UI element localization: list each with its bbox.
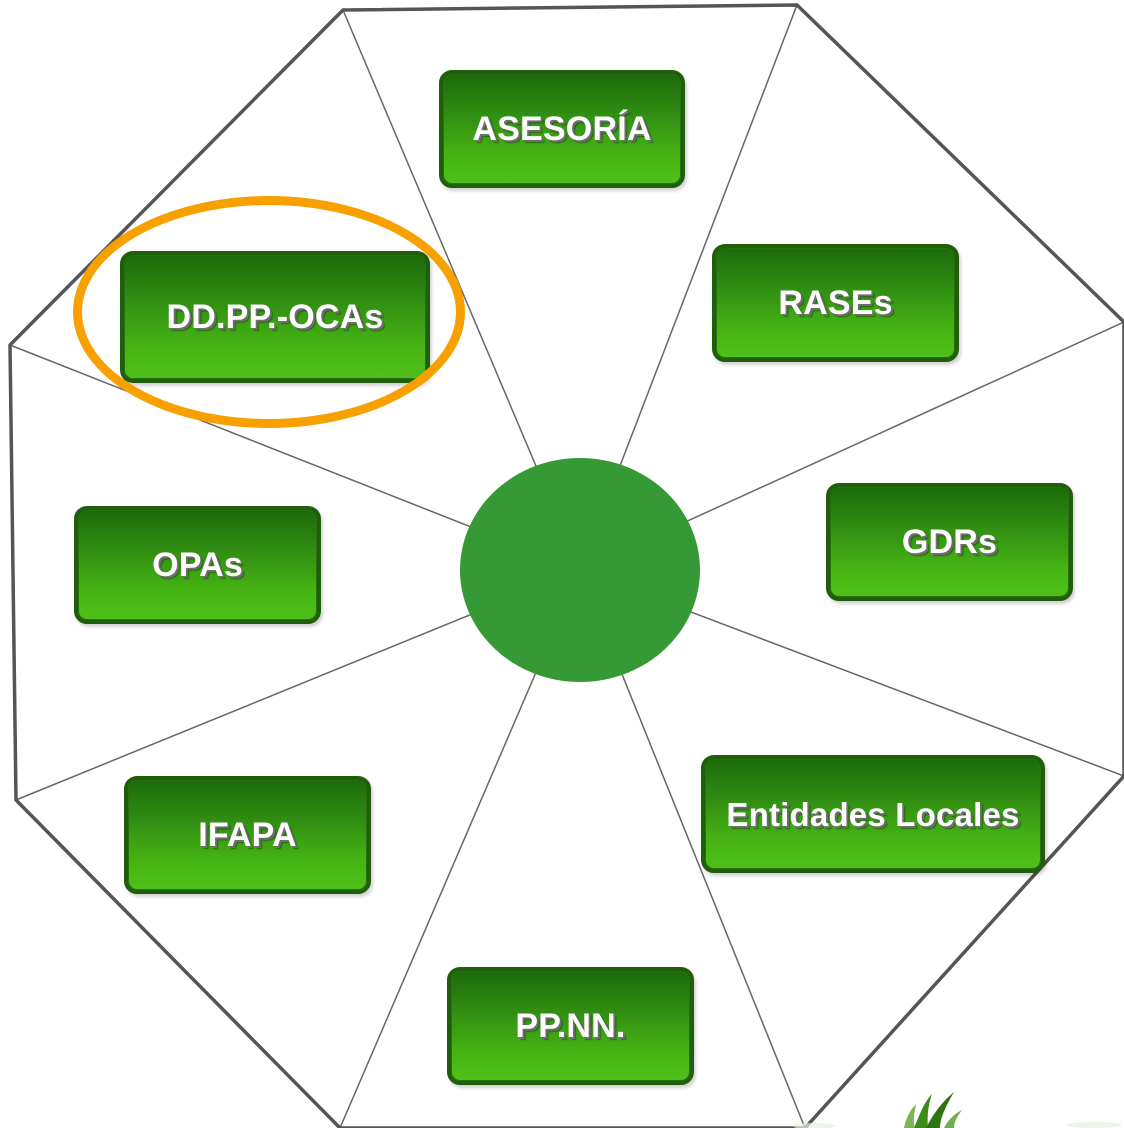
node-rases-label: RASEs xyxy=(778,284,893,322)
node-entidades-locales[interactable]: Entidades Locales xyxy=(701,755,1045,873)
center-hub xyxy=(460,458,700,682)
node-entidades-locales-label: Entidades Locales xyxy=(726,795,1020,833)
node-asesoria[interactable]: ASESORÍA xyxy=(439,70,685,188)
node-asesoria-label: ASESORÍA xyxy=(472,110,652,148)
node-opas-label: OPAs xyxy=(152,546,243,584)
node-ppnn[interactable]: PP.NN. xyxy=(447,967,694,1085)
node-ppnn-label: PP.NN. xyxy=(515,1007,626,1045)
node-ifapa-label: IFAPA xyxy=(198,816,297,854)
node-ddpp-ocas[interactable]: DD.PP.-OCAs xyxy=(120,251,430,383)
node-opas[interactable]: OPAs xyxy=(74,506,321,624)
node-gdrs[interactable]: GDRs xyxy=(826,483,1073,601)
octagon-outline xyxy=(8,3,1124,1128)
node-rases[interactable]: RASEs xyxy=(712,244,959,362)
node-gdrs-label: GDRs xyxy=(901,523,998,561)
node-ddpp-ocas-label: DD.PP.-OCAs xyxy=(166,298,384,336)
node-ifapa[interactable]: IFAPA xyxy=(124,776,371,894)
